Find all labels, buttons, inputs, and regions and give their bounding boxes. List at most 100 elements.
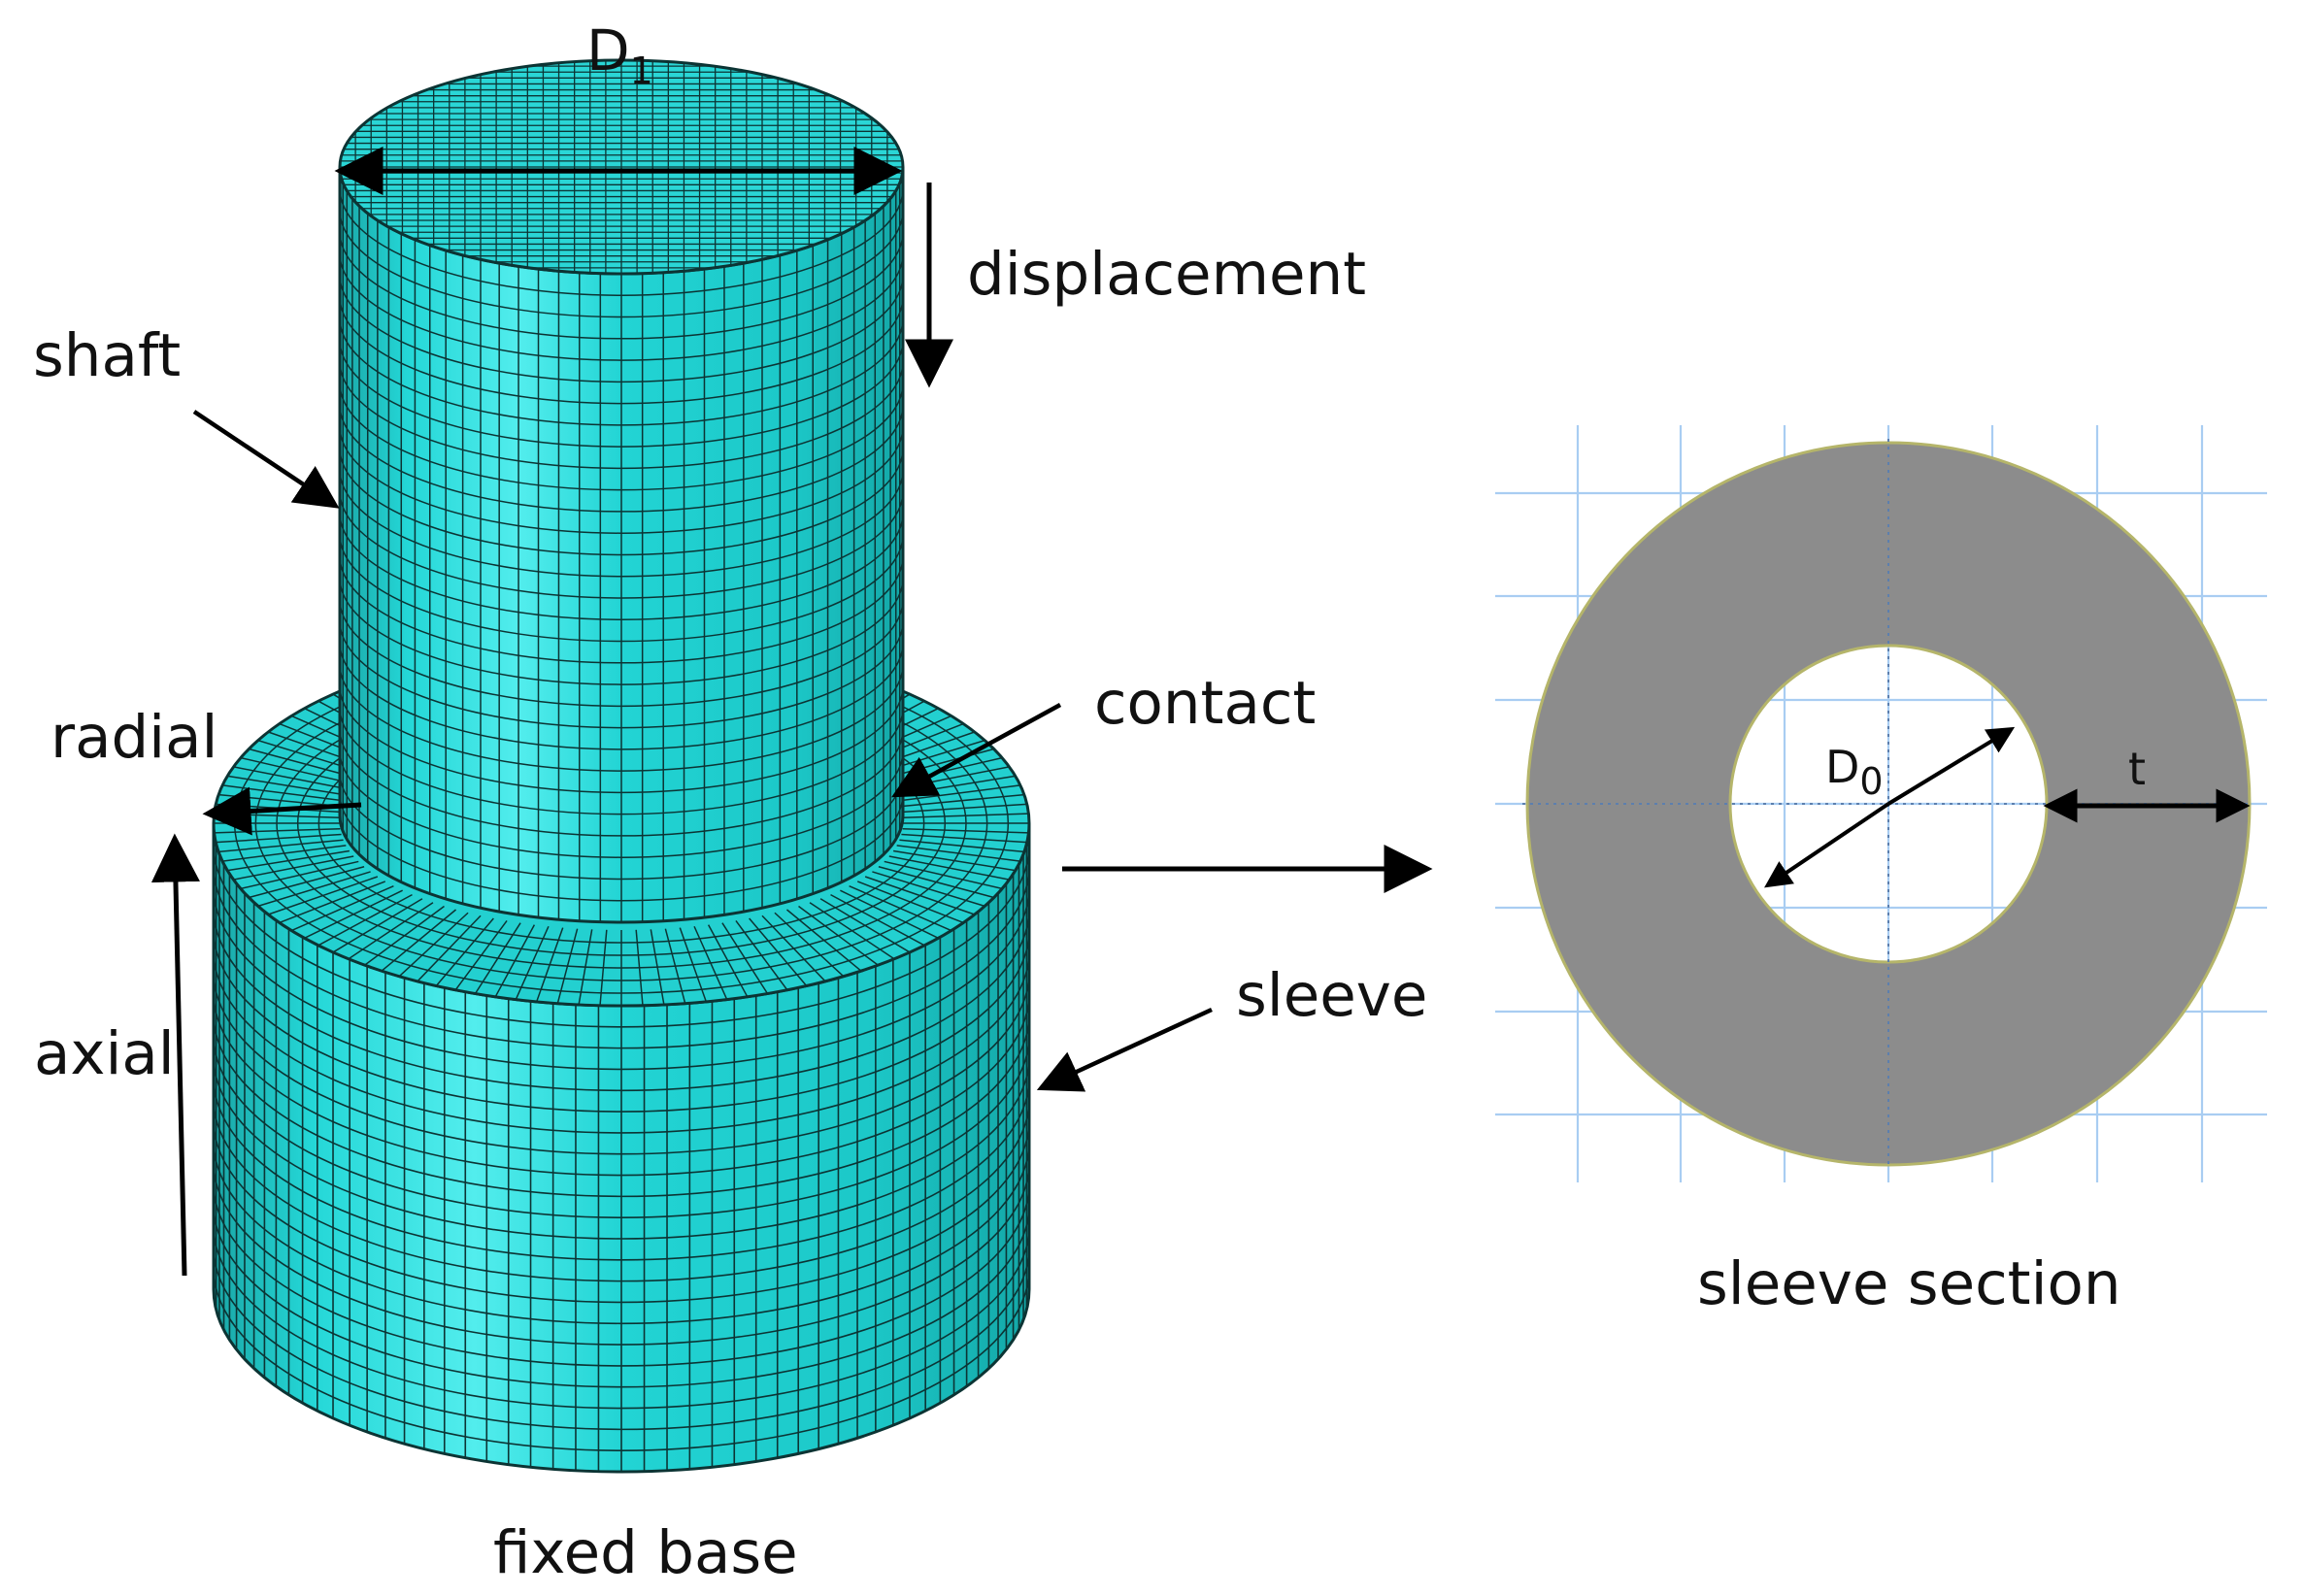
mesh-line <box>214 865 1029 1049</box>
mesh-line <box>214 1014 1029 1198</box>
mesh-line <box>785 909 862 972</box>
mesh-line <box>635 929 644 1006</box>
mesh-line <box>340 578 903 685</box>
mesh-line <box>340 296 903 405</box>
mesh-line <box>214 1141 1029 1325</box>
mesh-line <box>872 871 985 908</box>
d0-dimension-arrow <box>1886 726 2016 806</box>
mesh-line <box>214 1077 1029 1261</box>
shaft-side-mesh <box>340 167 903 922</box>
mesh-line <box>340 750 903 858</box>
radial-arrow <box>202 786 362 836</box>
shaft-pointer-arrow <box>192 410 340 509</box>
mesh-line <box>240 860 359 890</box>
fixed-base-label: fixed base <box>493 1518 798 1587</box>
mesh-line <box>214 929 1029 1113</box>
mesh-line <box>214 886 1029 1071</box>
mesh-line <box>214 1247 1029 1431</box>
mesh-line <box>735 920 788 991</box>
mesh-line <box>214 1098 1029 1282</box>
mesh-line <box>650 929 665 1006</box>
sleeve-label: sleeve <box>1236 961 1427 1030</box>
mesh-line <box>340 448 903 556</box>
mesh-line <box>340 513 903 620</box>
mesh-line <box>494 924 536 998</box>
mesh-line <box>707 924 749 998</box>
mesh-line <box>417 914 482 982</box>
mesh-line <box>902 828 1029 834</box>
axial-label: axial <box>34 1019 175 1088</box>
mesh-line <box>901 803 1027 814</box>
mesh-line <box>214 1119 1029 1304</box>
mesh-line <box>340 231 903 340</box>
mesh-line <box>693 925 728 1000</box>
mesh-line <box>268 876 379 915</box>
mesh-line <box>340 188 903 296</box>
mesh-line <box>214 971 1029 1155</box>
mesh-line <box>809 902 895 960</box>
mesh-line <box>340 685 903 794</box>
mesh-line <box>214 1204 1029 1388</box>
mesh-line <box>599 929 608 1006</box>
mesh-line <box>381 909 457 972</box>
sleeve-section-view: D0 t <box>1495 425 2267 1182</box>
mesh-line <box>840 889 939 939</box>
mesh-line <box>257 871 371 908</box>
shaft-label: shaft <box>33 321 181 390</box>
axial-arrow <box>150 833 200 1277</box>
d1-label: D1 <box>586 17 653 92</box>
mesh-line <box>340 275 903 383</box>
mesh-line <box>761 914 826 982</box>
mesh-line <box>340 642 903 750</box>
mesh-line <box>290 884 394 932</box>
mesh-line <box>340 620 903 729</box>
mesh-line <box>340 382 903 491</box>
mesh-line <box>340 555 903 664</box>
mesh-line <box>340 490 903 599</box>
mesh-line <box>340 340 903 448</box>
mesh-line <box>214 1225 1029 1410</box>
mesh-line <box>214 1182 1029 1367</box>
mesh-line <box>214 949 1029 1134</box>
mesh-line <box>214 1162 1029 1346</box>
mesh-line <box>556 928 579 1004</box>
mesh-line <box>435 917 494 986</box>
mesh-line <box>233 855 354 881</box>
mesh-line <box>856 881 964 924</box>
mesh-line <box>896 845 1020 862</box>
mesh-line <box>214 844 1029 1028</box>
mesh-line <box>849 884 952 932</box>
mesh-line <box>679 927 708 1003</box>
mesh-line <box>227 775 350 797</box>
mesh-line <box>896 784 1020 802</box>
displacement-label: displacement <box>967 240 1366 309</box>
mesh-line <box>454 920 508 991</box>
contact-pointer-arrow <box>891 703 1062 798</box>
mesh-line <box>340 707 903 815</box>
mesh-line <box>214 908 1029 1092</box>
mesh-line <box>214 1055 1029 1240</box>
mesh-line <box>864 876 975 915</box>
mesh-line <box>578 929 593 1006</box>
mesh-line <box>304 889 403 939</box>
mesh-line <box>664 928 686 1004</box>
mesh-line <box>340 210 903 318</box>
mesh-line <box>340 534 903 643</box>
mesh-line <box>888 855 1010 881</box>
mesh-line <box>214 1035 1029 1218</box>
mesh-line <box>317 893 413 947</box>
mesh-line <box>830 893 925 947</box>
mesh-line <box>819 898 911 953</box>
shaft-cylinder <box>338 58 905 924</box>
mesh-line <box>340 317 903 426</box>
mesh-line <box>340 599 903 708</box>
mesh-line <box>214 992 1029 1177</box>
mesh-line <box>901 833 1027 844</box>
mesh-line <box>892 849 1016 872</box>
mesh-line <box>899 839 1024 853</box>
mesh-line <box>340 664 903 772</box>
mesh-line <box>340 469 903 578</box>
mesh-line <box>774 912 845 978</box>
mesh-line <box>798 905 879 966</box>
